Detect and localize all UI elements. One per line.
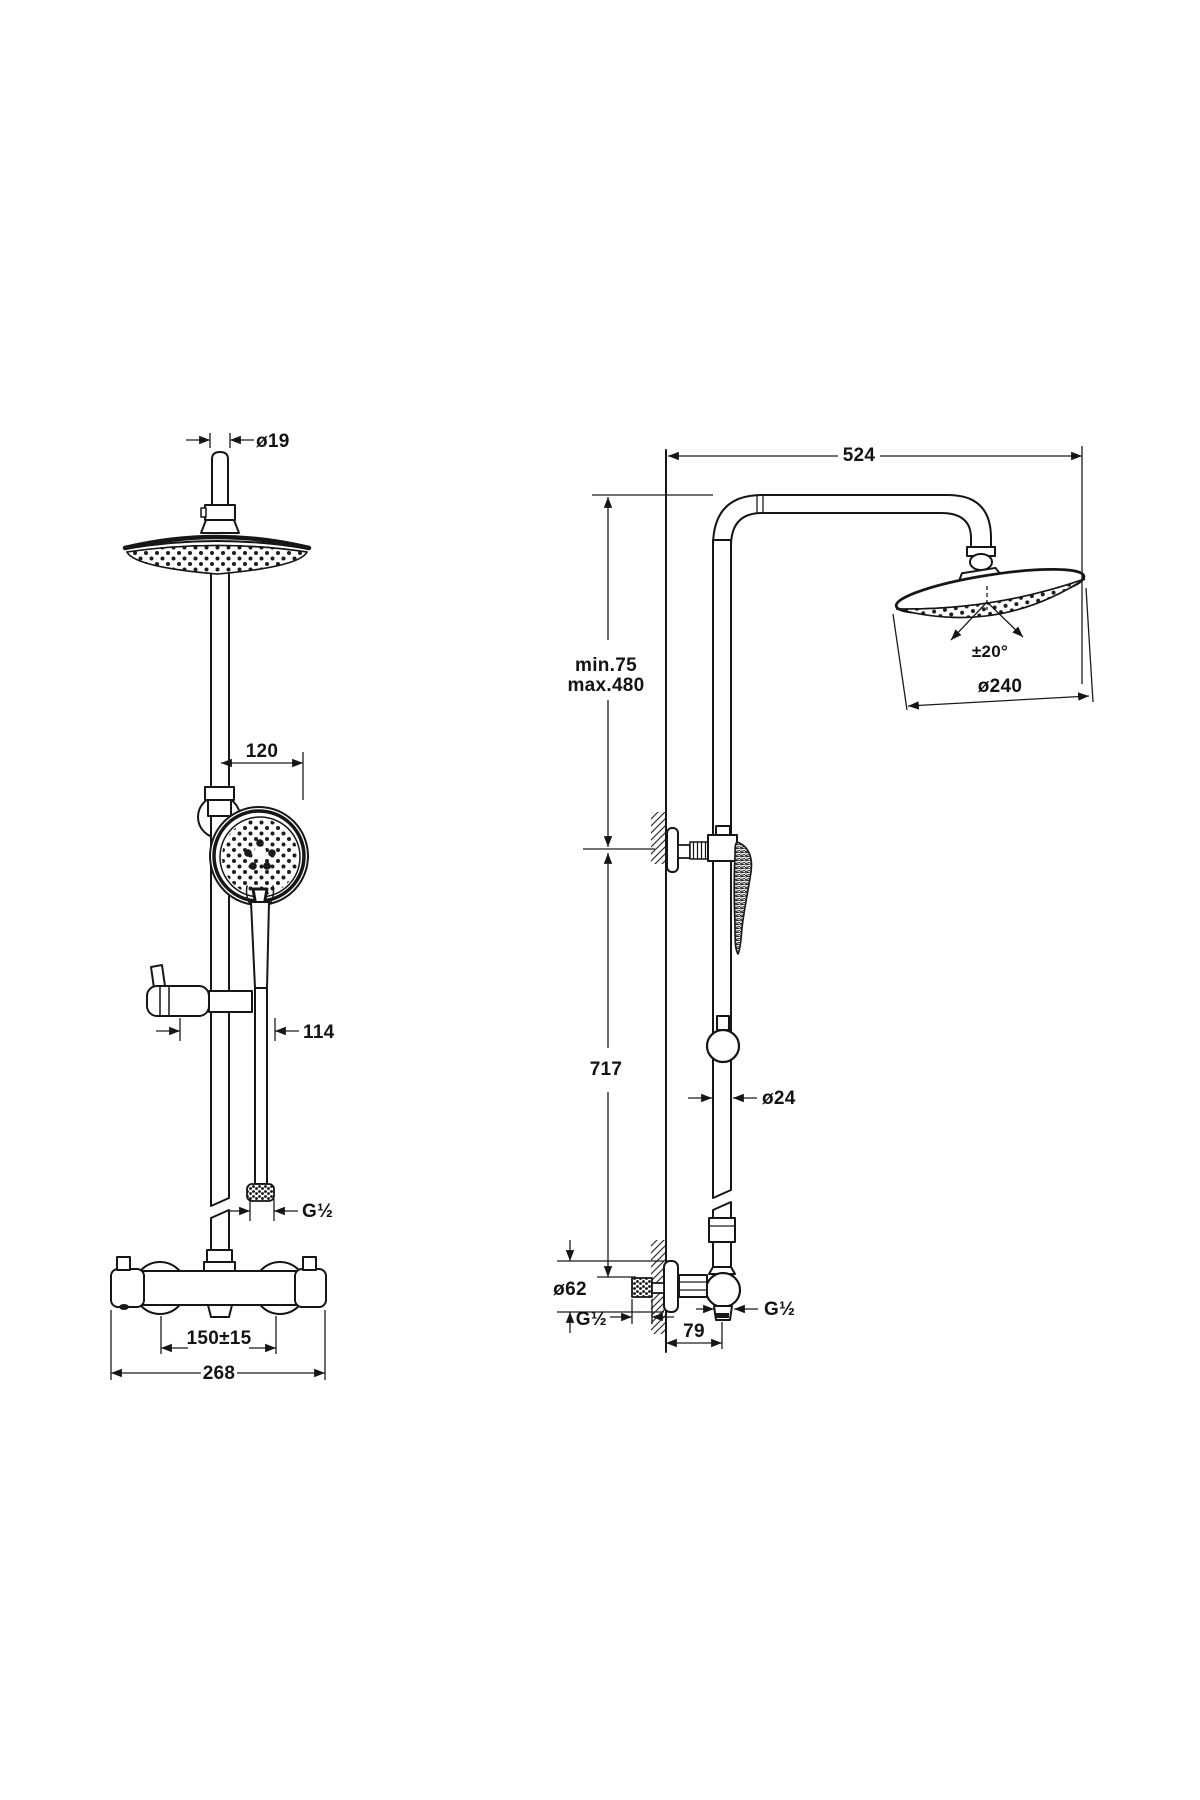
dim-arm-reach: 524: [668, 445, 1083, 684]
front-view: ø19 120 114 G½ 150±15: [110, 431, 335, 1384]
dim-head-diameter: ø240: [892, 587, 1094, 711]
slider-body-lines: [159, 985, 170, 1017]
slider-knob: [705, 1028, 741, 1064]
mixer-spout-dot: [119, 1304, 129, 1310]
top-nut: [204, 504, 236, 521]
side-view: ±20° 524: [553, 445, 1094, 1353]
hand-shower-side-profile: [733, 841, 753, 955]
valve-inlet-shaft: [651, 1282, 665, 1294]
shower-hose: [254, 987, 268, 1185]
slider-body: [146, 985, 210, 1017]
bracket-knurled-adjuster: [689, 841, 709, 860]
dim-label-g12-front: G½: [302, 1201, 333, 1222]
dim-hand-shower-offset: 120: [221, 741, 304, 800]
valve-outlet-band: [716, 1313, 729, 1318]
dim-label-max480: max.480: [567, 675, 644, 696]
dim-label-min75: min.75: [575, 655, 637, 676]
valve-hex-lines: [679, 1281, 707, 1291]
holder-nut-body: [207, 799, 232, 817]
bracket-flange: [666, 827, 679, 873]
hand-shower-center-hole: [254, 846, 266, 858]
dim-install-range: min.75 max.480: [567, 494, 713, 850]
dim-label-114: 114: [303, 1022, 335, 1043]
valve-escutcheon: [663, 1260, 679, 1313]
bracket-stem: [677, 844, 691, 859]
holder-nut-top: [204, 786, 235, 801]
head-ball-joint: [969, 553, 993, 571]
hand-shower-handle: [250, 901, 270, 989]
bracket-collar: [707, 834, 738, 862]
dim-inlet-thread: G½: [576, 1299, 674, 1330]
dim-label-268: 268: [203, 1363, 236, 1384]
mixer-body: [136, 1270, 304, 1306]
dim-label-120: 120: [246, 741, 279, 762]
mixer-handle-right-knob: [302, 1256, 317, 1271]
overhead-face-side-dots: [895, 578, 1086, 619]
arm-elbow-right: [940, 494, 992, 539]
dim-label-g12-inlet: G½: [576, 1309, 607, 1330]
valve-body-side: [704, 1271, 742, 1309]
side-riser-pole: [712, 539, 732, 1199]
arm-elbow-left: [712, 494, 763, 547]
pole-connector: [206, 1249, 233, 1263]
dim-wall-offset: 79: [666, 1321, 723, 1349]
slider-arm: [208, 990, 253, 1013]
side-pole-lower: [712, 1201, 732, 1219]
top-rod: [211, 451, 229, 521]
head-bell: [200, 519, 240, 534]
dim-hose-thread: G½: [226, 1199, 333, 1222]
dim-label-150: 150±15: [186, 1328, 251, 1349]
hand-shower-center-jets: [244, 839, 276, 870]
slider-lever: [150, 964, 166, 989]
dim-inlet-centers: 150±15: [160, 1316, 277, 1354]
dim-bracket-to-valve: 717: [590, 853, 636, 1278]
dim-escutcheon-diameter: ø62: [553, 1240, 664, 1333]
head-drop: [970, 537, 992, 548]
adjust-sleeve: [708, 1217, 736, 1243]
mixer-handle-left-knob: [116, 1256, 131, 1271]
valve-inlet-pipe: [712, 1241, 732, 1269]
dim-label-o62: ø62: [553, 1279, 587, 1300]
dim-label-524: 524: [843, 445, 876, 466]
dim-label-o19: ø19: [256, 431, 290, 452]
overhead-shower-rim-inner: [124, 540, 310, 550]
slider-knob-stub: [716, 1015, 730, 1031]
mixer-handle-right: [294, 1268, 327, 1308]
arm-ring-lines: [756, 495, 764, 513]
hose-nut: [246, 1183, 275, 1202]
valve-hex-adapter: [678, 1274, 708, 1298]
wall-hatch-top: [651, 812, 666, 864]
overhead-shower-face-dots: [126, 544, 308, 575]
arm-pipe: [761, 494, 949, 514]
overhead-shower-rim: [122, 534, 312, 551]
mixer-outlet: [207, 1304, 233, 1318]
dim-mixer-width: 268: [110, 1310, 326, 1384]
valve-inlet-nipple: [631, 1277, 653, 1298]
top-nut-clip: [200, 507, 207, 518]
dim-top-pipe-diameter: ø19: [186, 431, 290, 452]
dim-head-tilt: ±20°: [950, 586, 1024, 661]
dim-label-tilt: ±20°: [972, 642, 1008, 661]
riser-pole-lower: [210, 1209, 230, 1253]
dim-pipe-diameter: ø24: [688, 1088, 796, 1109]
dim-label-o24: ø24: [762, 1088, 796, 1109]
dim-label-o240: ø240: [978, 676, 1023, 697]
dim-label-79: 79: [683, 1321, 705, 1342]
dim-slider-width: 114: [156, 1018, 335, 1043]
dim-label-g12-outlet: G½: [764, 1299, 795, 1320]
mixer-handle-left: [110, 1268, 145, 1308]
dim-outlet-thread: G½: [696, 1299, 795, 1320]
dim-label-717: 717: [590, 1059, 623, 1080]
